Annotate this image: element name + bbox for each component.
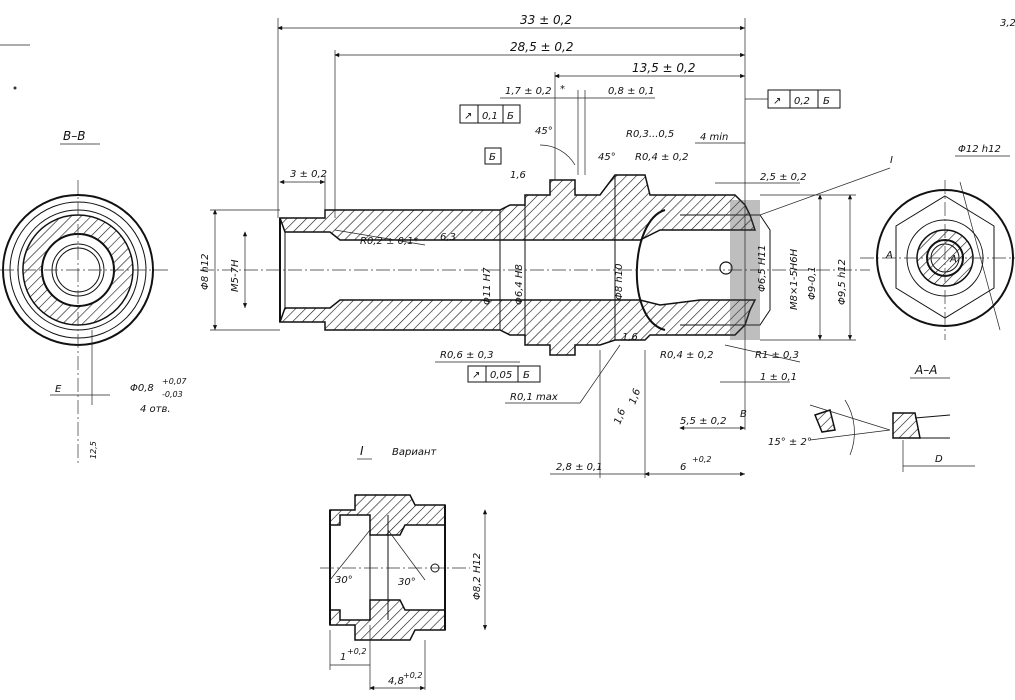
dim-angle-15: 15° ± 2° bbox=[768, 437, 812, 448]
dim-4min: 4 min bbox=[700, 132, 728, 143]
dim-33: 33 ± 0,2 bbox=[520, 13, 572, 27]
tf3-symbol: ↗ bbox=[472, 370, 480, 381]
angle-45b: 45° bbox=[598, 152, 616, 163]
dim-phi8h10: Φ8 h10 bbox=[614, 264, 625, 300]
detail-angle: 15° ± 2° D bbox=[768, 399, 975, 472]
dim-phi95h12: Φ9,5 h12 bbox=[837, 259, 848, 305]
dim-r02: R0,2 ± 0,1* bbox=[360, 236, 419, 247]
tf1-datum: Б bbox=[507, 111, 514, 122]
tf1-value: 0,1 bbox=[482, 111, 498, 122]
tf2-value: 0,2 bbox=[794, 96, 810, 107]
variant-numeral: I bbox=[360, 444, 364, 458]
tf3-datum: Б bbox=[523, 370, 530, 381]
star-top: * bbox=[560, 84, 565, 95]
letter-a-right: А bbox=[949, 254, 957, 265]
dim-r1: R1 ± 0,3 bbox=[755, 350, 799, 361]
tf1-symbol: ↗ bbox=[464, 111, 472, 122]
dim-13-5: 13,5 ± 0,2 bbox=[632, 61, 696, 75]
dim-r04-top: R0,4 ± 0,2 bbox=[635, 152, 689, 163]
tolerance-frame-1: ↗ 0,1 Б bbox=[459, 104, 521, 124]
dim-phi8h12: Φ8 h12 bbox=[200, 254, 211, 290]
angle-30a: 30° bbox=[335, 575, 353, 586]
dim-6: 6 bbox=[680, 462, 686, 473]
letter-b-bottom: В bbox=[740, 409, 747, 420]
angle-30b: 30° bbox=[398, 577, 416, 588]
dim-phi8-2: Φ8,2 H12 bbox=[472, 553, 483, 600]
datum-b-top: Б bbox=[489, 152, 496, 163]
dim-r06: R0,6 ± 0,3 bbox=[440, 350, 494, 361]
variant-title: Вариант bbox=[392, 447, 438, 458]
dim-r12: 12,5 bbox=[89, 441, 98, 459]
dim-28-5: 28,5 ± 0,2 bbox=[510, 40, 574, 54]
angle-45a: 45° bbox=[535, 126, 553, 137]
tf3-value: 0,05 bbox=[490, 370, 512, 381]
roughness-corner: 3,2 bbox=[1000, 18, 1015, 29]
dim-m8: M8×1-5H6H bbox=[789, 248, 800, 310]
dim-0-8: 0,8 ± 0,1 bbox=[608, 86, 655, 97]
main-section-view: 33 ± 0,2 28,5 ± 0,2 13,5 ± 0,2 1,7 ± 0,2… bbox=[200, 13, 893, 478]
dim-phi08: Φ0,8 bbox=[130, 383, 154, 394]
letter-d: D bbox=[935, 454, 943, 465]
dim-1: 1 ± 0,1 bbox=[760, 372, 797, 383]
dim-4-8-tol: +0,2 bbox=[403, 671, 422, 680]
roughness-1-6a: 1,6 bbox=[510, 170, 526, 181]
dim-phi64h8: Φ6,4 H8 bbox=[514, 264, 525, 305]
dim-3: 3 ± 0,2 bbox=[290, 169, 327, 180]
section-aa-view: Φ12 h12 А А А–А 3,2 bbox=[860, 18, 1015, 379]
tf2-datum: Б bbox=[823, 96, 830, 107]
roughness-1-6b: 1,6 bbox=[622, 332, 638, 343]
dim-phi08-tol-dn: -0,03 bbox=[162, 390, 183, 399]
callout-i: I bbox=[890, 155, 893, 166]
dim-2-5: 2,5 ± 0,2 bbox=[760, 172, 807, 183]
dim-r01: R0,1 max bbox=[510, 392, 558, 403]
letter-e: E bbox=[55, 384, 62, 395]
letter-a-left: А bbox=[885, 250, 893, 261]
dim-phi9: Φ9-0,1 bbox=[807, 266, 818, 300]
dim-1-7: 1,7 ± 0,2 bbox=[505, 86, 552, 97]
tf2-symbol: ↗ bbox=[773, 96, 781, 107]
roughness-6-3: 6,3 bbox=[440, 232, 456, 243]
dim-phi65h11: Φ6,5 H11 bbox=[757, 245, 768, 292]
dim-1-variant-tol: +0,2 bbox=[347, 647, 366, 656]
dim-phi11h7: Φ11 H7 bbox=[482, 267, 493, 305]
section-bb-view: В–В E Φ0,8 +0,07 -0,03 4 отв. 12,5 bbox=[0, 44, 187, 465]
tolerance-frame-2: ↗ 0,2 Б bbox=[745, 89, 841, 109]
dim-2-8: 2,8 ± 0,1 bbox=[556, 462, 603, 473]
dim-1-variant: 1 bbox=[340, 652, 346, 663]
dim-5-5: 5,5 ± 0,2 bbox=[680, 416, 727, 427]
dim-phi12h12: Φ12 h12 bbox=[958, 144, 1001, 155]
section-aa-title: А–А bbox=[914, 363, 937, 377]
variant-detail: I Вариант 30° 30° Φ8,2 H12 1 +0,2 4,8 +0… bbox=[320, 444, 488, 691]
dim-r04-bot: R0,4 ± 0,2 bbox=[660, 350, 714, 361]
section-bb-title: В–В bbox=[63, 129, 85, 143]
dim-phi08-tol-up: +0,07 bbox=[162, 377, 187, 386]
dim-6-tol: +0,2 bbox=[692, 455, 711, 464]
dim-r03: R0,3...0,5 bbox=[626, 129, 674, 140]
dim-m5: M5-7H bbox=[230, 259, 241, 292]
dim-holes: 4 отв. bbox=[140, 404, 171, 415]
dim-4-8: 4,8 bbox=[388, 676, 404, 687]
roughness-1-6d: 1,6 bbox=[627, 387, 643, 406]
tolerance-frame-3: ↗ 0,05 Б bbox=[467, 365, 541, 383]
roughness-1-6c: 1,6 bbox=[612, 407, 628, 426]
